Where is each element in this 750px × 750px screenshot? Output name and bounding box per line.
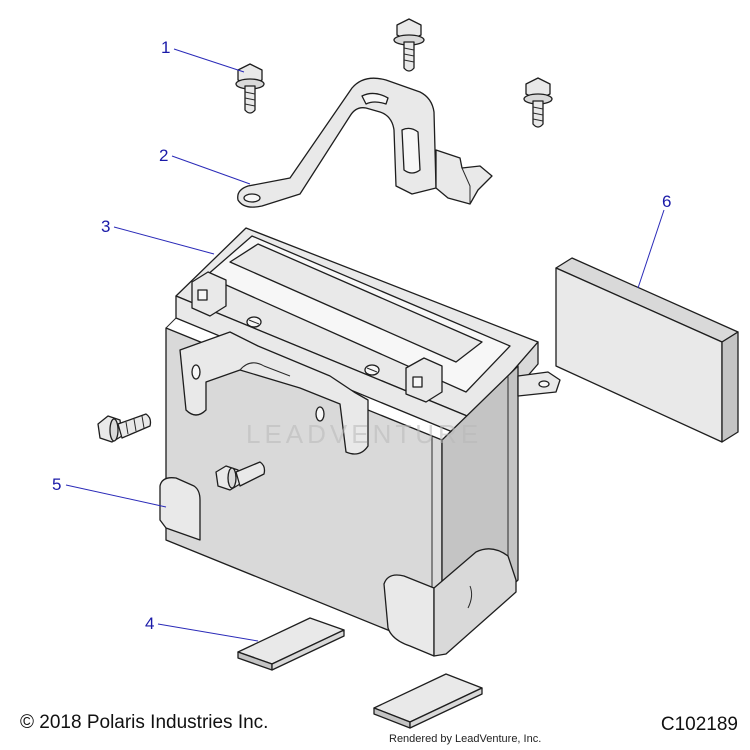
callout-1[interactable]: 1 [161, 38, 170, 57]
bolt-top-center[interactable] [393, 18, 425, 72]
battery-boot[interactable] [159, 477, 517, 657]
battery-pad-front[interactable] [237, 617, 345, 671]
callout-4[interactable]: 4 [145, 614, 154, 633]
watermark: LEADVENTURE [246, 419, 482, 449]
callout-2[interactable]: 2 [159, 146, 168, 165]
leader-5 [65, 484, 167, 508]
diagram-code: C102189 [660, 714, 738, 735]
leader-6 [637, 209, 665, 289]
copyright-text: © 2018 Polaris Industries Inc. [20, 712, 269, 733]
rendered-by-text: Rendered by LeadVenture, Inc. [389, 733, 542, 745]
foam-pad[interactable] [555, 257, 739, 443]
callout-5[interactable]: 5 [52, 475, 61, 494]
leader-3 [113, 226, 215, 255]
hold-down-bracket[interactable] [237, 77, 493, 208]
battery-pad-rear[interactable] [373, 673, 483, 729]
callout-6[interactable]: 6 [662, 192, 671, 211]
bolt-top-right[interactable] [523, 77, 553, 128]
leader-1 [173, 48, 245, 73]
bolt-top-left[interactable] [235, 63, 265, 114]
bolt-side[interactable] [97, 413, 152, 443]
callout-3[interactable]: 3 [101, 217, 110, 236]
leader-2 [171, 155, 251, 185]
leader-4 [157, 623, 259, 642]
